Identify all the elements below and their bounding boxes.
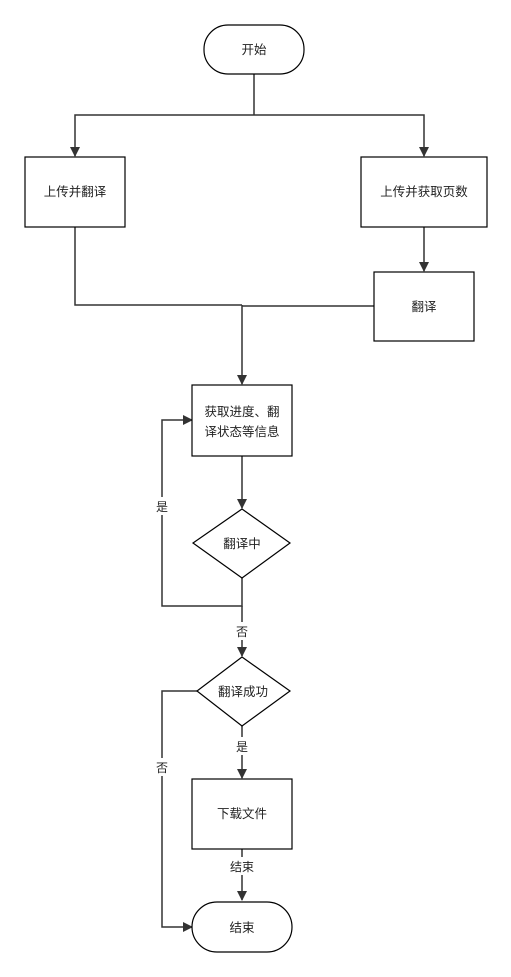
edge-split-to-upload-translate: [70, 114, 254, 157]
node-get-progress: 获取进度、翻 译状态等信息: [191, 384, 293, 457]
edge-label-translating-no: 否: [236, 625, 248, 639]
edge-label-translating-yes: 是: [156, 500, 168, 514]
node-translating-decision: 翻译中: [191, 508, 292, 579]
node-success-decision: 翻译成功: [196, 656, 292, 727]
edge-split-to-upload-get-pages: [254, 114, 429, 157]
edge-upload-translate-merge: [74, 227, 242, 306]
node-get-progress-label-line2: 译状态等信息: [204, 424, 279, 439]
node-translate: 翻译: [373, 271, 475, 342]
node-success-label: 翻译成功: [218, 684, 268, 699]
node-get-progress-label-line1: 获取进度、翻: [204, 404, 279, 419]
node-upload-get-pages-label: 上传并获取页数: [380, 184, 468, 199]
edge-label-download-to-end: 结束: [230, 860, 254, 874]
edge-label-success-no: 否: [156, 761, 168, 775]
node-translate-label: 翻译: [411, 299, 437, 314]
edge-label-success-yes: 是: [236, 740, 248, 754]
node-upload-get-pages: 上传并获取页数: [360, 156, 488, 228]
node-download-file: 下载文件: [191, 778, 293, 850]
edge-translating-yes-loop: [161, 415, 243, 607]
node-start-label: 开始: [241, 42, 267, 57]
node-end: 结束: [191, 901, 293, 953]
node-translating-label: 翻译中: [223, 536, 261, 551]
node-end-label: 结束: [229, 920, 255, 935]
node-upload-translate-label: 上传并翻译: [44, 184, 107, 199]
node-download-file-label: 下载文件: [217, 806, 267, 821]
edge-success-no: [161, 690, 197, 932]
node-start: 开始: [203, 24, 305, 75]
node-upload-translate: 上传并翻译: [24, 156, 126, 228]
